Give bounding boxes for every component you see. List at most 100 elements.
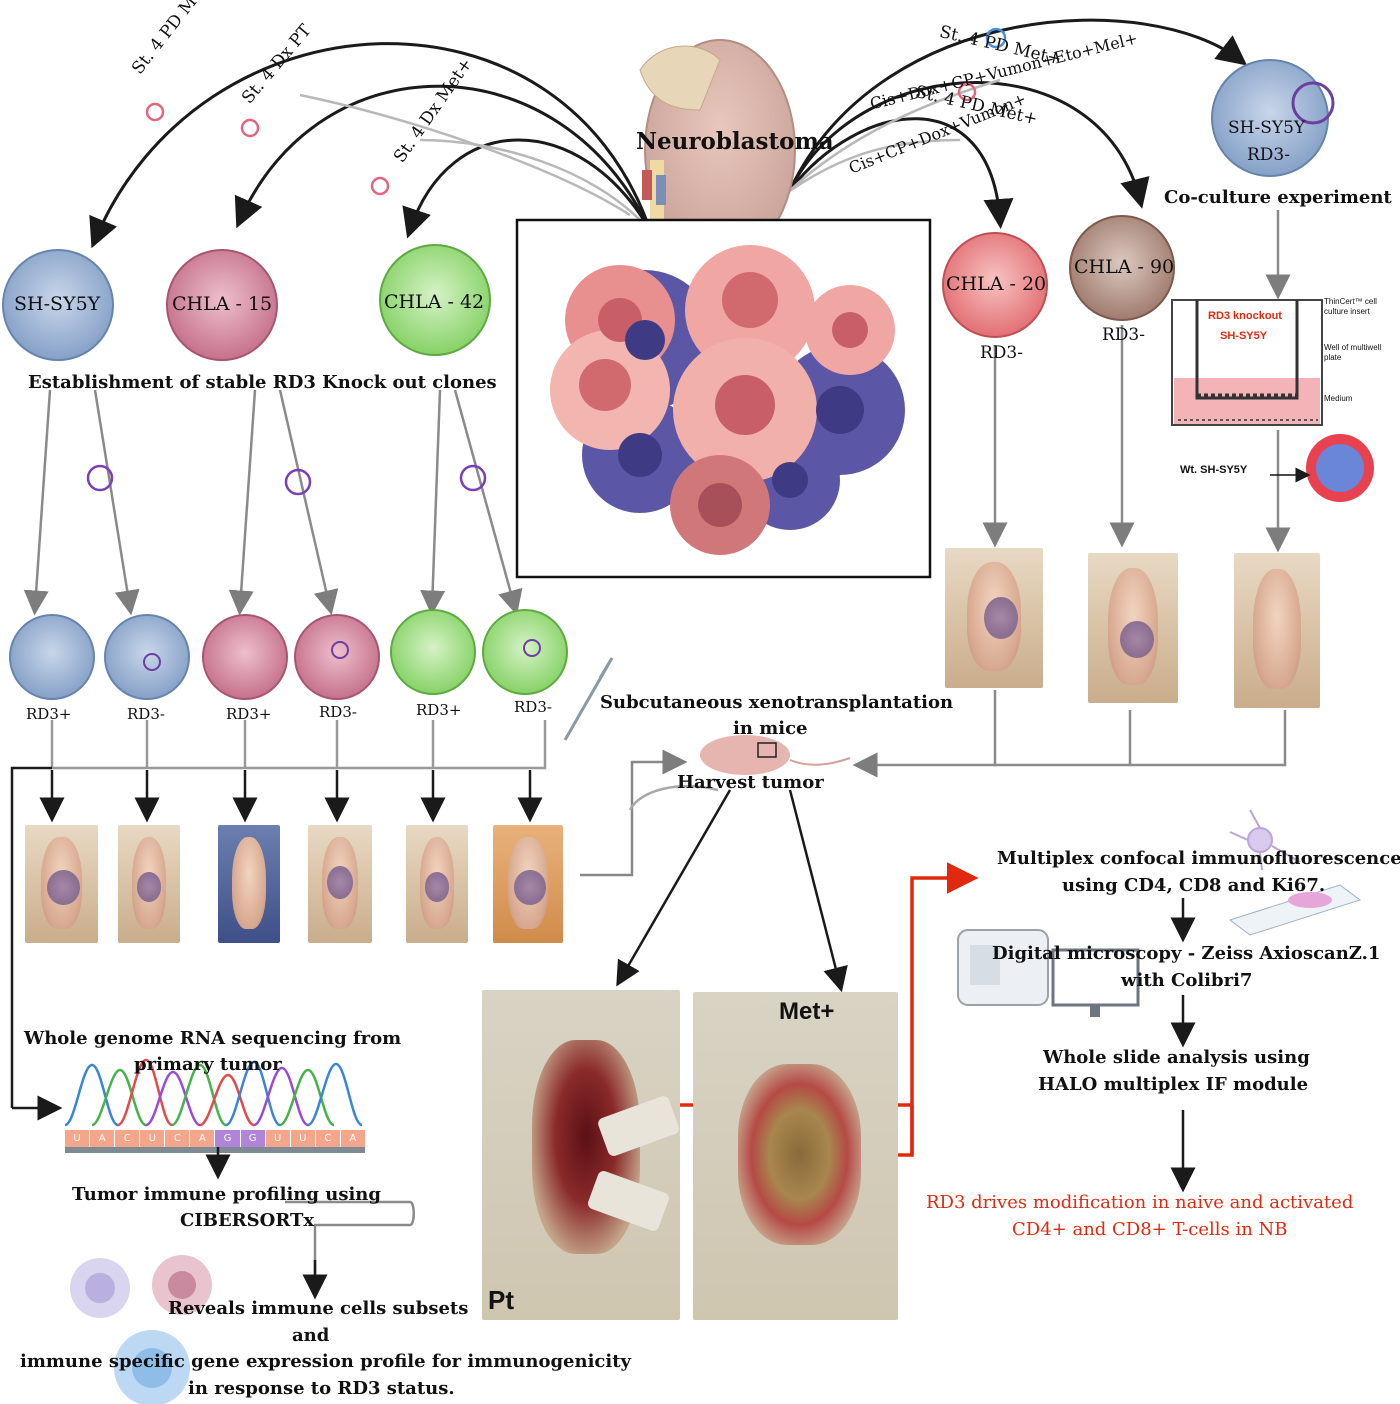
immune-cells — [70, 1255, 212, 1404]
plus-icons — [145, 82, 977, 196]
coculture-well-label: Well of multiwell plate — [1324, 343, 1382, 362]
flow-step2-line1: Digital microscopy - Zeiss AxioscanZ.1 — [992, 943, 1381, 964]
slide-icon — [1228, 884, 1362, 936]
photo-mouse-3 — [218, 825, 280, 943]
rna-sequence: U A C U C A G G U U C A — [65, 1130, 365, 1147]
harvest-label: Harvest tumor — [677, 772, 824, 793]
male-icon — [985, 27, 1007, 49]
cell-chla20 — [942, 232, 1048, 338]
diagram-title: Neuroblastoma — [636, 128, 834, 155]
base-1: U — [65, 1130, 90, 1147]
photo-mouse-2 — [118, 825, 180, 943]
base-11: C — [315, 1130, 340, 1147]
knockout-arrows — [23, 389, 523, 616]
arrow-to-chla90 — [788, 81, 1150, 209]
profiling-line2: CIBERSORTx — [180, 1210, 315, 1231]
clone-bracket — [50, 720, 547, 770]
status-chla90: RD3- — [1102, 325, 1145, 345]
flow-step1-line2: using CD4, CD8 and Ki67. — [1062, 875, 1326, 896]
photo-chla90-mouse — [1088, 553, 1178, 703]
base-12: A — [340, 1130, 365, 1147]
flow-step3-line1: Whole slide analysis using — [1043, 1047, 1310, 1068]
syringe-icon — [563, 657, 614, 741]
coculture-insert-label: ThinCert™ cell culture insert — [1324, 297, 1377, 316]
clone-label-6: RD3- — [514, 698, 552, 716]
cell-chla42 — [379, 244, 491, 356]
photo-metastasis: Met+ — [693, 992, 898, 1320]
base-4: U — [140, 1130, 165, 1147]
reveal-line3: immune specific gene expression profile … — [20, 1351, 631, 1372]
cell-label-chla15: CHLA - 15 — [172, 293, 273, 315]
cell-chla90 — [1069, 215, 1175, 321]
base-10: U — [290, 1130, 315, 1147]
flow-step3-line2: HALO multiplex IF module — [1038, 1074, 1309, 1095]
right-gray-arrows — [852, 210, 1291, 778]
xeno-line1: Subcutaneous xenotransplantation — [600, 692, 954, 713]
photo-pt-label: Pt — [488, 1285, 514, 1315]
establishment-caption: Establishment of stable RD3 Knock out cl… — [28, 372, 497, 393]
coculture-knockout-line1: RD3 knockout — [1208, 310, 1282, 322]
clone-label-1: RD3+ — [26, 705, 72, 723]
coculture-diagram — [1171, 299, 1374, 502]
result-line1: RD3 drives modification in naive and act… — [926, 1192, 1354, 1213]
flow-step1-line1: Multiplex confocal immunofluorescence — [997, 848, 1400, 869]
plasmid-icons — [86, 464, 487, 496]
base-3: C — [115, 1130, 140, 1147]
photo-mouse-1 — [25, 825, 98, 943]
base-8: G — [240, 1130, 265, 1147]
harvest-mouse-icon — [700, 735, 851, 775]
result-line2: CD4+ and CD8+ T-cells in NB — [1012, 1219, 1288, 1240]
photo-primary-tumor: Pt — [482, 990, 680, 1320]
base-2: A — [90, 1130, 115, 1147]
arrow-to-chla15 — [234, 84, 652, 231]
rna-baseline — [65, 1147, 365, 1153]
base-5: C — [165, 1130, 190, 1147]
cell-shsy5y — [2, 249, 114, 361]
tumor-cell-cluster — [550, 245, 905, 555]
cell-label-chla90: CHLA - 90 — [1074, 256, 1175, 278]
cell-chla15 — [166, 249, 278, 361]
neuron-icon — [1229, 809, 1301, 871]
arrow-to-chla20 — [788, 117, 1014, 229]
cell-label-shsy5y-rd3-line1: SH-SY5Y — [1228, 118, 1306, 138]
reveal-line1: Reveals immune cells subsets — [168, 1298, 469, 1319]
xeno-line2: in mice — [733, 718, 808, 739]
clone-label-2: RD3- — [127, 705, 165, 723]
coculture-knockout-line2: SH-SY5Y — [1220, 330, 1268, 342]
kidney-illustration — [639, 39, 796, 261]
cell-label-chla20: CHLA - 20 — [946, 273, 1047, 295]
clone-label-3: RD3+ — [226, 705, 272, 723]
reveal-line2: and — [292, 1325, 330, 1346]
rna-feed-line — [10, 766, 52, 1108]
clone-label-5: RD3+ — [416, 701, 462, 719]
base-7: G — [215, 1130, 240, 1147]
photo-mouse-5 — [406, 825, 468, 943]
photo-met-label: Met+ — [779, 998, 835, 1025]
tumor-rays — [299, 78, 1001, 221]
coculture-medium-label: Medium — [1324, 394, 1353, 403]
base-6: A — [190, 1130, 215, 1147]
reveal-line4: in response to RD3 status. — [188, 1378, 455, 1399]
coculture-title: Co-culture experiment — [1164, 187, 1392, 208]
photo-mouse-6 — [493, 825, 563, 943]
cell-shsy5y-rd3 — [1211, 59, 1335, 177]
rna-line2: primary tumor — [134, 1054, 282, 1075]
arrow-to-shsy5y-rd3 — [788, 18, 1248, 191]
arrow-to-shsy5y — [89, 42, 652, 249]
mice-to-harvest — [580, 749, 688, 877]
photo-coculture-mouse — [1234, 553, 1320, 708]
base-9: U — [265, 1130, 290, 1147]
photo-mouse-4 — [308, 825, 372, 943]
harvest-arrows — [616, 784, 848, 993]
cell-label-shsy5y: SH-SY5Y — [14, 293, 101, 315]
clone-cells — [9, 609, 568, 700]
clone-to-mouse-arrows — [39, 770, 543, 823]
profiling-line1: Tumor immune profiling using — [72, 1184, 381, 1205]
cell-label-shsy5y-rd3-line2: RD3- — [1247, 145, 1290, 165]
rna-line1: Whole genome RNA sequencing from — [24, 1028, 402, 1049]
status-chla20: RD3- — [980, 343, 1023, 363]
arrow-to-chla42 — [402, 138, 652, 239]
flow-step2-line2: with Colibri7 — [1121, 970, 1253, 991]
